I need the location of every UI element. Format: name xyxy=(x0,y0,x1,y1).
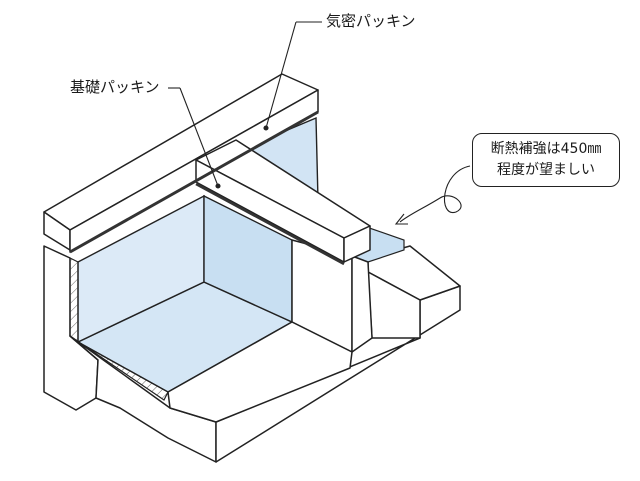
note-line-1: 断熱補強は450㎜ xyxy=(490,141,602,157)
note-pointer-curve xyxy=(399,165,471,223)
foundation-packing-label: 基礎パッキン xyxy=(70,78,160,96)
cross-packing-strip xyxy=(195,182,345,266)
inner-partition-front xyxy=(167,321,353,423)
foundation-packing-strip xyxy=(69,110,319,254)
cross-sill-end xyxy=(343,225,371,263)
airtight-packing-label: 気密パッキン xyxy=(326,12,416,30)
note-line-2: 程度が望ましい xyxy=(497,162,595,178)
inner-partition-face xyxy=(351,255,373,353)
insulation-note-box: 断熱補強は450㎜ 程度が望ましい xyxy=(472,133,620,187)
